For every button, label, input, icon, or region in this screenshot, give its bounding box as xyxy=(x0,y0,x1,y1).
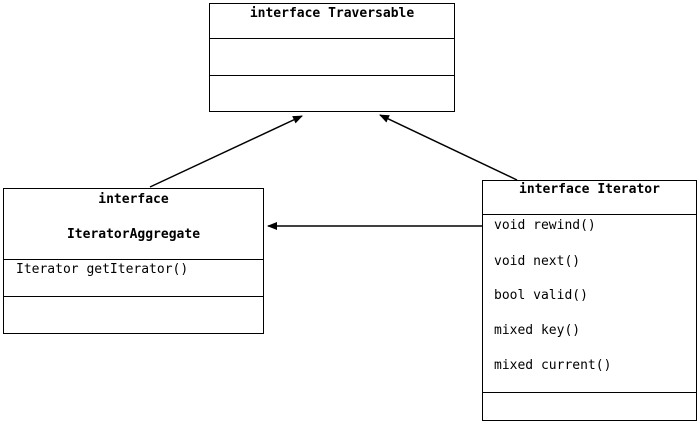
iterator-aggregate-methods-section xyxy=(4,259,263,260)
traversable-methods-section xyxy=(210,75,454,76)
iterator-class-box: interface Iterator void rewind() void ne… xyxy=(482,180,697,421)
traversable-title: interface Traversable xyxy=(249,6,415,21)
method-rewind: void rewind() xyxy=(494,218,596,233)
iterator-aggregate-title-line2: IteratorAggregate xyxy=(66,227,201,242)
traversable-class-box: interface Traversable xyxy=(209,3,455,112)
aggregate-extends-traversable-arrow xyxy=(149,115,303,188)
iterator-aggregate-empty-section xyxy=(4,296,263,297)
iterator-aggregate-class-box: interface IteratorAggregate Iterator get… xyxy=(3,188,264,334)
method-key: mixed key() xyxy=(494,323,581,338)
method-valid: bool valid() xyxy=(494,288,588,303)
method-current: mixed current() xyxy=(494,358,612,373)
traversable-attributes-section xyxy=(210,38,454,39)
method-next: void next() xyxy=(494,254,581,269)
iterator-methods-section xyxy=(483,214,696,215)
iterator-title: interface Iterator xyxy=(519,182,660,197)
iterator-empty-section xyxy=(483,392,696,393)
method-get-iterator: Iterator getIterator() xyxy=(16,262,189,277)
iterator-extends-traversable-arrow xyxy=(379,114,518,181)
iterator-aggregate-title-line1: interface xyxy=(98,192,169,207)
